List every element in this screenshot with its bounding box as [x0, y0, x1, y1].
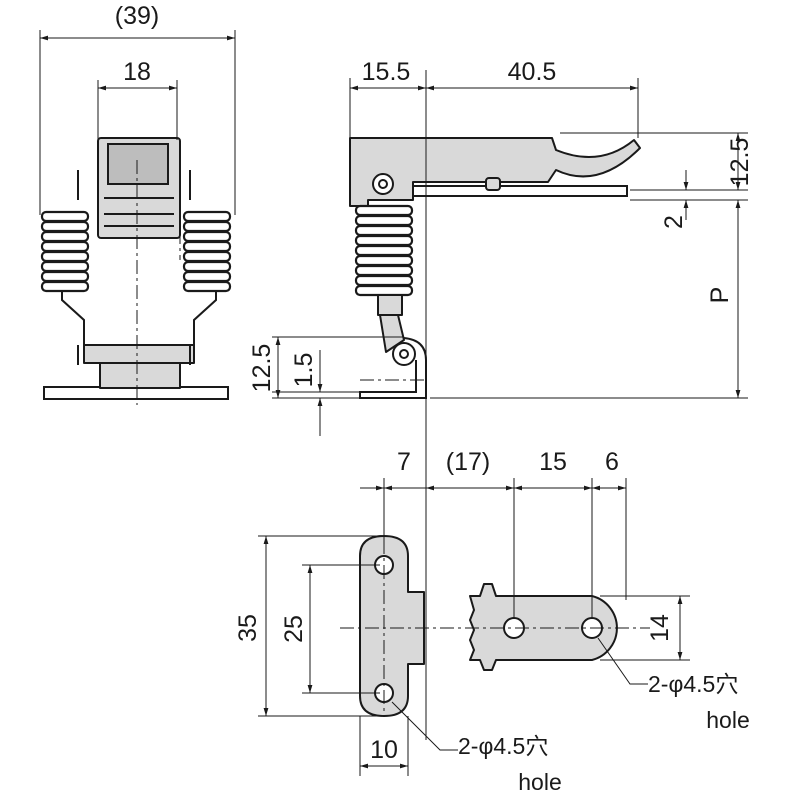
dim-tab-thickness: 2 — [660, 215, 688, 229]
front-cross-bar — [83, 344, 195, 364]
strike-hole-note: 2-φ4.5穴 — [648, 671, 738, 697]
side-link — [379, 314, 405, 353]
strike-plate — [469, 583, 618, 671]
dim-end-offset: 6 — [605, 448, 619, 476]
side-lower-pivot — [392, 342, 416, 366]
dim-edge-offset: 7 — [397, 448, 411, 476]
strike-hole-note-en: hole — [706, 707, 749, 733]
front-view: (39) 18 — [39, 2, 236, 405]
dim-base-width: 10 — [370, 736, 398, 764]
dim-inner-width: 18 — [123, 58, 151, 86]
dim-strike-width: 14 — [646, 614, 674, 642]
dim-base-hole-pitch: 25 — [280, 615, 308, 643]
dim-base-height: 12.5 — [248, 344, 276, 393]
base-hole-note-en: hole — [518, 769, 561, 795]
dim-gap: (17) — [446, 448, 490, 476]
front-lower-housing — [99, 359, 181, 389]
side-pivot — [372, 173, 394, 195]
front-hook-window — [107, 143, 169, 185]
side-strike-tab — [412, 185, 628, 197]
base-plate-view: 35 25 10 2-φ4.5穴 hole 7 (17) — [234, 448, 562, 795]
base-hole-note: 2-φ4.5穴 — [458, 733, 548, 759]
strike-hole-leader — [597, 637, 648, 685]
front-right-bracket — [193, 288, 217, 345]
side-rod — [377, 294, 403, 316]
dim-base-height-35: 35 — [234, 614, 262, 642]
dim-travel: P — [706, 287, 734, 304]
side-spring — [354, 204, 414, 297]
strike-plate-view: 15 6 14 2-φ4.5穴 hole — [440, 448, 750, 733]
dim-plate-thickness: 1.5 — [290, 353, 318, 388]
front-left-spring — [40, 210, 90, 293]
dim-left-offset: 15.5 — [362, 58, 411, 86]
dim-reach: 40.5 — [508, 58, 557, 86]
front-left-bracket — [61, 288, 85, 345]
base-hole-leader — [391, 701, 458, 751]
dim-strike-hole-pitch: 15 — [539, 448, 567, 476]
dim-overall-width: (39) — [115, 2, 159, 30]
side-hook-lever — [349, 137, 641, 207]
dim-top-height: 12.5 — [726, 138, 754, 187]
front-right-spring — [182, 210, 232, 293]
side-view: 15.5 40.5 12.5 2 P 12.5 1.5 — [248, 58, 754, 740]
side-bracket — [359, 337, 427, 399]
base-plate — [359, 535, 425, 717]
